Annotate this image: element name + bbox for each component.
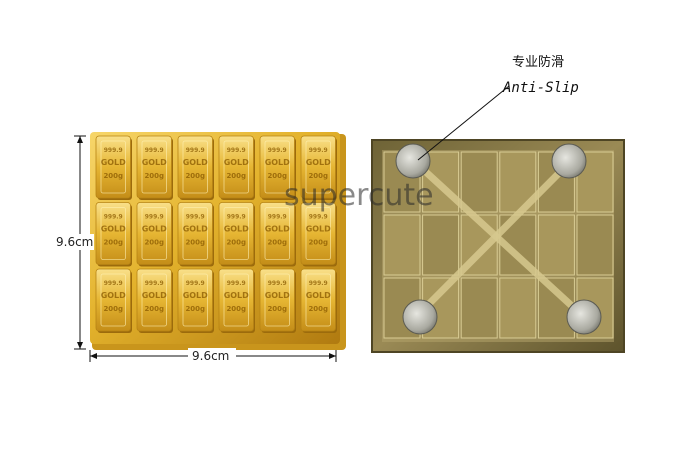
gold-bar-stamp-line3: 200g <box>185 305 205 313</box>
gold-bar-stamp-line2: GOLD <box>101 158 126 167</box>
gold-bar-stamp-line3: 200g <box>144 305 164 313</box>
width-dimension: 9.6cm <box>89 348 337 364</box>
tray-cell <box>537 214 575 276</box>
gold-bar-stamp-line1: 999.9 <box>186 147 205 154</box>
tray-cell <box>383 214 421 276</box>
gold-bar-stamp-line2: GOLD <box>142 225 167 234</box>
gold-bar-stamp-line2: GOLD <box>306 291 331 300</box>
gold-bar-stamp-line3: 200g <box>185 239 205 247</box>
gold-bar-stamp-line2: GOLD <box>265 158 290 167</box>
anti-slip-pad <box>402 299 438 335</box>
gold-bar-stamp-line1: 999.9 <box>309 280 328 287</box>
anti-slip-label-cn: 专业防滑 <box>512 54 564 70</box>
gold-bar-stamp-line2: GOLD <box>265 291 290 300</box>
anti-slip-tray <box>371 139 625 353</box>
gold-bar-stamp-line3: 200g <box>226 172 246 180</box>
callout-line <box>417 85 510 161</box>
gold-bar-stamp-line3: 200g <box>103 305 123 313</box>
gold-bar-stamp-line3: 200g <box>226 305 246 313</box>
gold-bar-stamp-line2: GOLD <box>183 225 208 234</box>
gold-bar-stamp-line1: 999.9 <box>186 214 205 221</box>
watermark: supercute <box>284 178 434 213</box>
gold-bar-stamp-line3: 200g <box>308 239 328 247</box>
gold-bar-stamp-line3: 200g <box>144 239 164 247</box>
gold-bar-stamp-line3: 200g <box>308 172 328 180</box>
gold-bar-stamp-line3: 200g <box>226 239 246 247</box>
tray-cell <box>460 151 498 213</box>
gold-bar-stamp-line2: GOLD <box>224 225 249 234</box>
gold-chocolate-block: 999.9GOLD200g999.9GOLD200g999.9GOLD200g9… <box>90 132 346 350</box>
anti-slip-pad <box>566 299 602 335</box>
tray-cell <box>499 277 537 339</box>
gold-bar-stamp-line3: 200g <box>308 305 328 313</box>
gold-bar-stamp-line2: GOLD <box>306 225 331 234</box>
cross-strut <box>412 159 588 321</box>
height-label: 9.6cm <box>56 235 93 249</box>
gold-bar-stamp-line1: 999.9 <box>309 147 328 154</box>
gold-bar-stamp-line1: 999.9 <box>268 214 287 221</box>
gold-bar-stamp-line2: GOLD <box>265 225 290 234</box>
gold-bar-stamp-line3: 200g <box>267 305 287 313</box>
width-label: 9.6cm <box>192 349 229 363</box>
gold-bar-stamp-line2: GOLD <box>183 291 208 300</box>
gold-bar-stamp-line3: 200g <box>267 239 287 247</box>
gold-bar-stamp-line2: GOLD <box>142 291 167 300</box>
cross-strut <box>412 159 573 321</box>
gold-bar-stamp-line1: 999.9 <box>227 280 246 287</box>
gold-bar-stamp-line1: 999.9 <box>186 280 205 287</box>
anti-slip-label-en: Anti-Slip <box>502 80 579 96</box>
tray-cell <box>576 214 614 276</box>
gold-bar-stamp-line1: 999.9 <box>268 280 287 287</box>
gold-bar-stamp-line2: GOLD <box>101 291 126 300</box>
gold-bar-stamp-line3: 200g <box>144 172 164 180</box>
gold-bar-grid: 999.9GOLD200g999.9GOLD200g999.9GOLD200g9… <box>95 135 337 333</box>
gold-bar-stamp-line2: GOLD <box>224 291 249 300</box>
gold-bar-stamp-line2: GOLD <box>224 158 249 167</box>
gold-bar-stamp-line1: 999.9 <box>268 147 287 154</box>
gold-bar-stamp-line1: 999.9 <box>104 280 123 287</box>
anti-slip-pad <box>551 143 587 179</box>
gold-bar-stamp-line2: GOLD <box>306 158 331 167</box>
gold-bar-stamp-line3: 200g <box>103 172 123 180</box>
gold-bar-stamp-line2: GOLD <box>183 158 208 167</box>
tray-cell <box>422 214 460 276</box>
height-dimension: 9.6cm <box>54 135 94 350</box>
gold-bar-stamp-line1: 999.9 <box>104 214 123 221</box>
anti-slip-pad <box>395 143 431 179</box>
gold-bar-stamp-line1: 999.9 <box>309 214 328 221</box>
gold-bar-stamp-line1: 999.9 <box>227 214 246 221</box>
gold-bar-stamp-line3: 200g <box>185 172 205 180</box>
gold-bar-stamp-line2: GOLD <box>101 225 126 234</box>
gold-bar-stamp-line1: 999.9 <box>145 147 164 154</box>
gold-bar-stamp-line1: 999.9 <box>104 147 123 154</box>
tray-cell <box>460 277 498 339</box>
gold-bar-stamp-line3: 200g <box>103 239 123 247</box>
gold-bar-stamp-line1: 999.9 <box>227 147 246 154</box>
gold-bar-stamp-line2: GOLD <box>142 158 167 167</box>
gold-bar-stamp-line1: 999.9 <box>145 214 164 221</box>
gold-bar-stamp-line1: 999.9 <box>145 280 164 287</box>
gold-bar-stamp-line3: 200g <box>267 172 287 180</box>
